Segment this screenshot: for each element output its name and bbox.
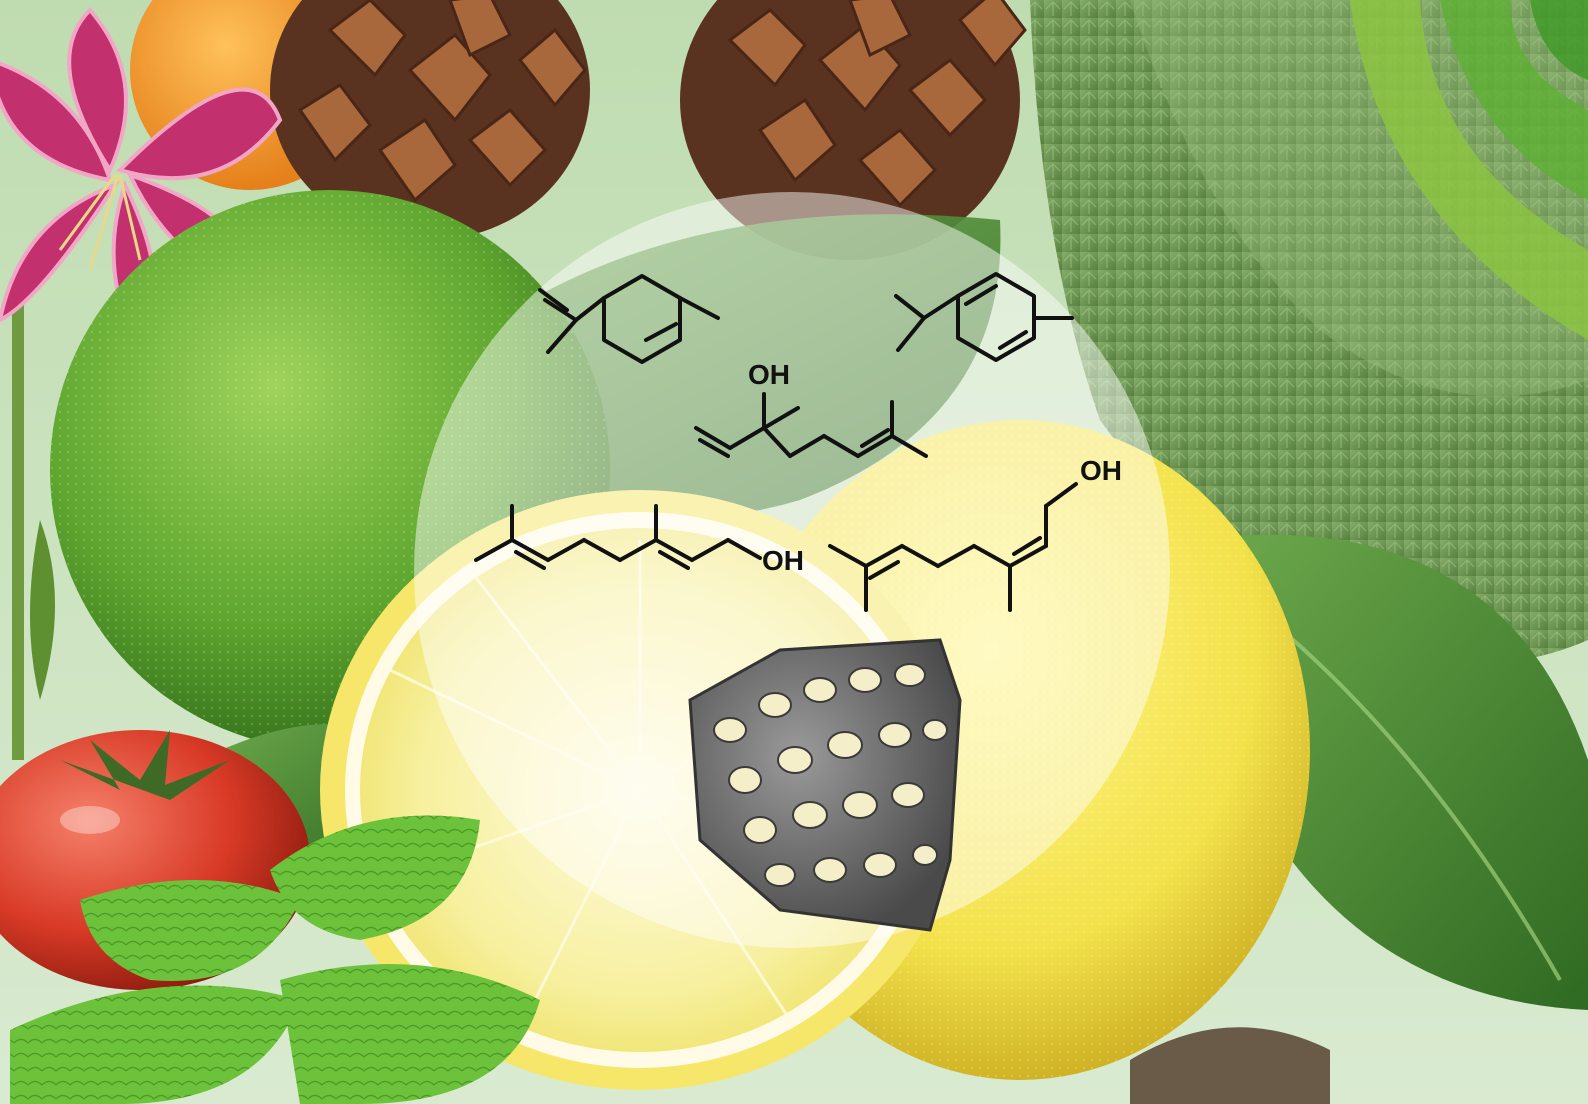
nerol-oh-label: OH [1080,455,1122,486]
porous-lattice-structure [688,638,962,932]
soil [1130,1027,1330,1104]
molecule-nerol [828,482,1078,612]
pine-cone-right [680,0,1027,260]
molecule-limonene [538,274,720,364]
pine-cone-left [270,0,590,240]
mint-leaves [10,815,540,1104]
linalool-oh-label: OH [748,359,790,390]
geraniol-oh-label: OH [762,545,804,576]
molecule-terpinene [894,272,1074,362]
molecule-structures [474,272,1078,612]
highlight-circle [414,192,1170,948]
molecule-linalool [694,392,928,458]
molecule-geraniol [474,504,762,570]
green-accent-arcs [1350,0,1588,340]
